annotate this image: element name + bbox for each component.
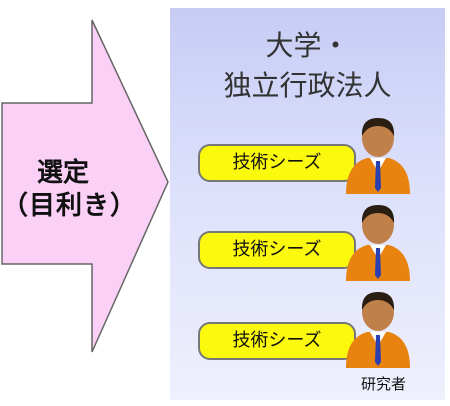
panel-title-line1: 大学・ bbox=[265, 29, 350, 62]
selection-arrow bbox=[1, 19, 169, 353]
researcher-person-icon bbox=[346, 118, 410, 194]
seed-pill: 技術シーズ bbox=[198, 231, 356, 269]
researcher-label: 研究者 bbox=[361, 375, 407, 393]
researcher-person-icon bbox=[346, 205, 410, 281]
seed-pill: 技術シーズ bbox=[198, 144, 356, 182]
panel-title-line2: 独立行政法人 bbox=[223, 69, 392, 102]
seed-pill: 技術シーズ bbox=[198, 322, 356, 360]
researcher-person-icon bbox=[346, 292, 410, 368]
arrow-label-selection: 選定 bbox=[37, 158, 90, 188]
arrow-label-mekiki: （目利き） bbox=[2, 191, 138, 221]
